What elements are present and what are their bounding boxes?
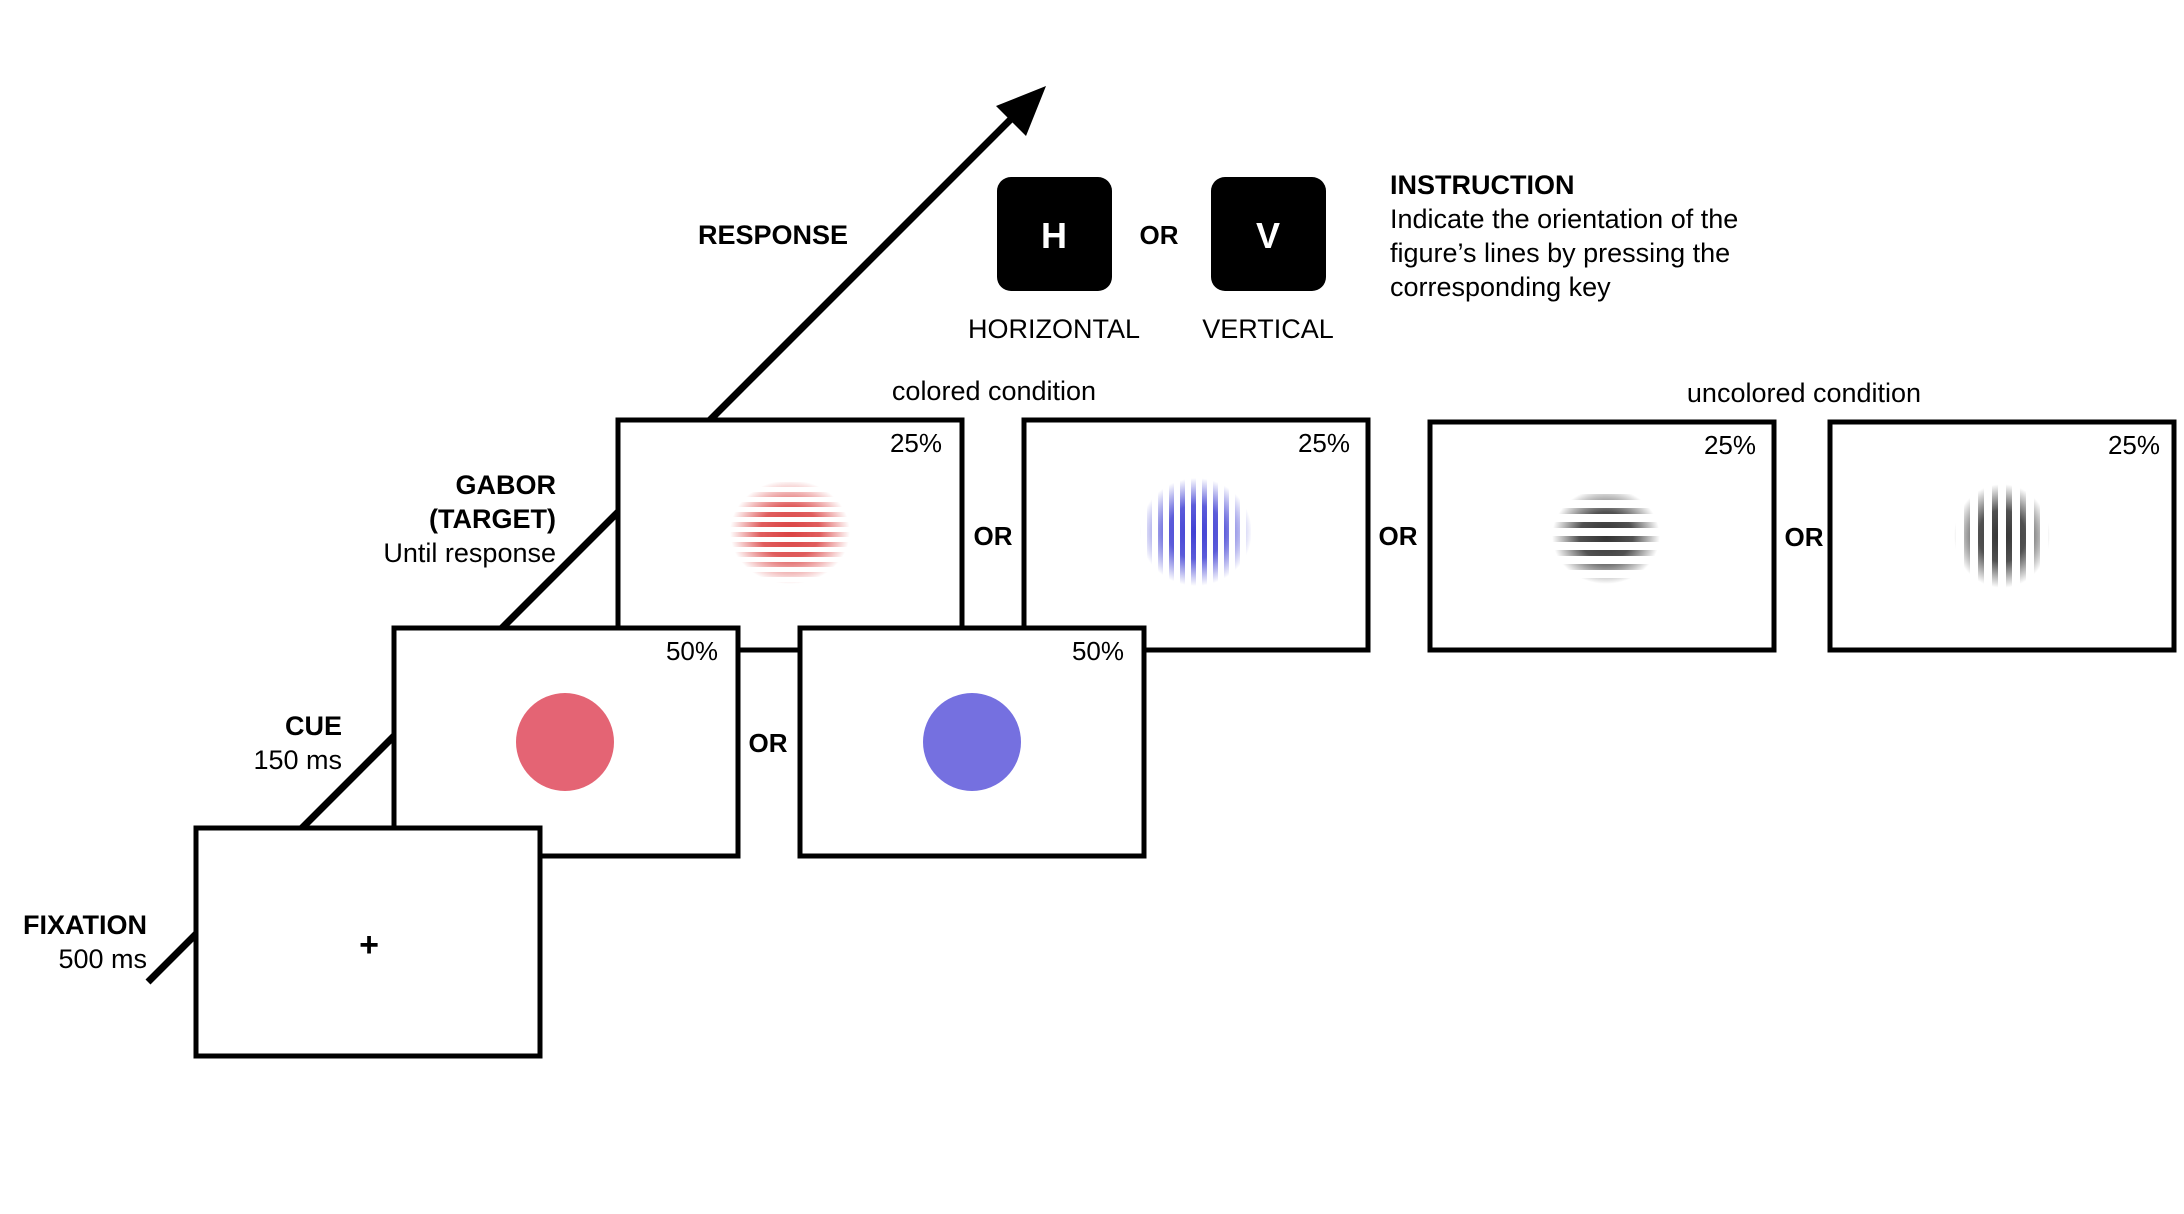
gabor-title-line1: GABOR xyxy=(456,470,557,500)
or-label-keys: OR xyxy=(1140,220,1179,250)
fixation-cross: + xyxy=(359,926,379,964)
response-title: RESPONSE xyxy=(698,220,848,250)
cue-duration: 150 ms xyxy=(253,745,342,775)
instruction-line-2: figure’s lines by pressing the xyxy=(1390,238,1730,268)
cue-frame-2-percent: 50% xyxy=(1072,636,1124,666)
key-h-letter: H xyxy=(1041,215,1067,256)
fixation-title: FIXATION xyxy=(23,910,147,940)
cue-frame-1-percent: 50% xyxy=(666,636,718,666)
gray-horizontal-gabor xyxy=(1552,488,1660,584)
blue-disc xyxy=(923,693,1021,791)
colored-condition-label: colored condition xyxy=(892,376,1096,406)
or-label-gabor-2: OR xyxy=(1379,521,1418,551)
key-h-label: HORIZONTAL xyxy=(968,314,1140,344)
fixation-duration: 500 ms xyxy=(58,944,147,974)
gabor-frame-2-percent: 25% xyxy=(1298,428,1350,458)
or-label-gabor-1: OR xyxy=(974,521,1013,551)
uncolored-condition-label: uncolored condition xyxy=(1687,378,1921,408)
red-disc xyxy=(516,693,614,791)
gabor-frame-4: 25% xyxy=(1827,419,2177,653)
timeline-arrowhead xyxy=(996,86,1046,136)
or-label-gabor-3: OR xyxy=(1785,522,1824,552)
cue-title: CUE xyxy=(285,711,342,741)
cue-frame-1: 50% xyxy=(391,625,741,859)
gabor-frame-4-percent: 25% xyxy=(2108,430,2160,460)
instruction-title: INSTRUCTION xyxy=(1390,170,1575,200)
gabor-duration: Until response xyxy=(383,538,556,568)
gray-vertical-gabor xyxy=(1954,484,2050,588)
or-label-cue: OR xyxy=(749,728,788,758)
cue-frame-2: 50% xyxy=(797,625,1147,859)
blue-vertical-gabor xyxy=(1140,478,1252,586)
key-v-letter: V xyxy=(1256,215,1280,256)
gabor-frame-2: 25% xyxy=(1021,417,1371,653)
gabor-title-line2: (TARGET) xyxy=(429,504,556,534)
fixation-frame: + xyxy=(193,825,543,1059)
gabor-frame-1: 25% xyxy=(615,417,965,653)
instruction-line-1: Indicate the orientation of the xyxy=(1390,204,1738,234)
gabor-frame-3: 25% xyxy=(1427,419,1777,653)
red-horizontal-gabor xyxy=(730,480,850,584)
gabor-frame-3-percent: 25% xyxy=(1704,430,1756,460)
key-v-label: VERTICAL xyxy=(1202,314,1334,344)
instruction-line-3: corresponding key xyxy=(1390,272,1611,302)
key-h: H xyxy=(997,177,1112,291)
key-v: V xyxy=(1211,177,1326,291)
gabor-frame-1-percent: 25% xyxy=(890,428,942,458)
